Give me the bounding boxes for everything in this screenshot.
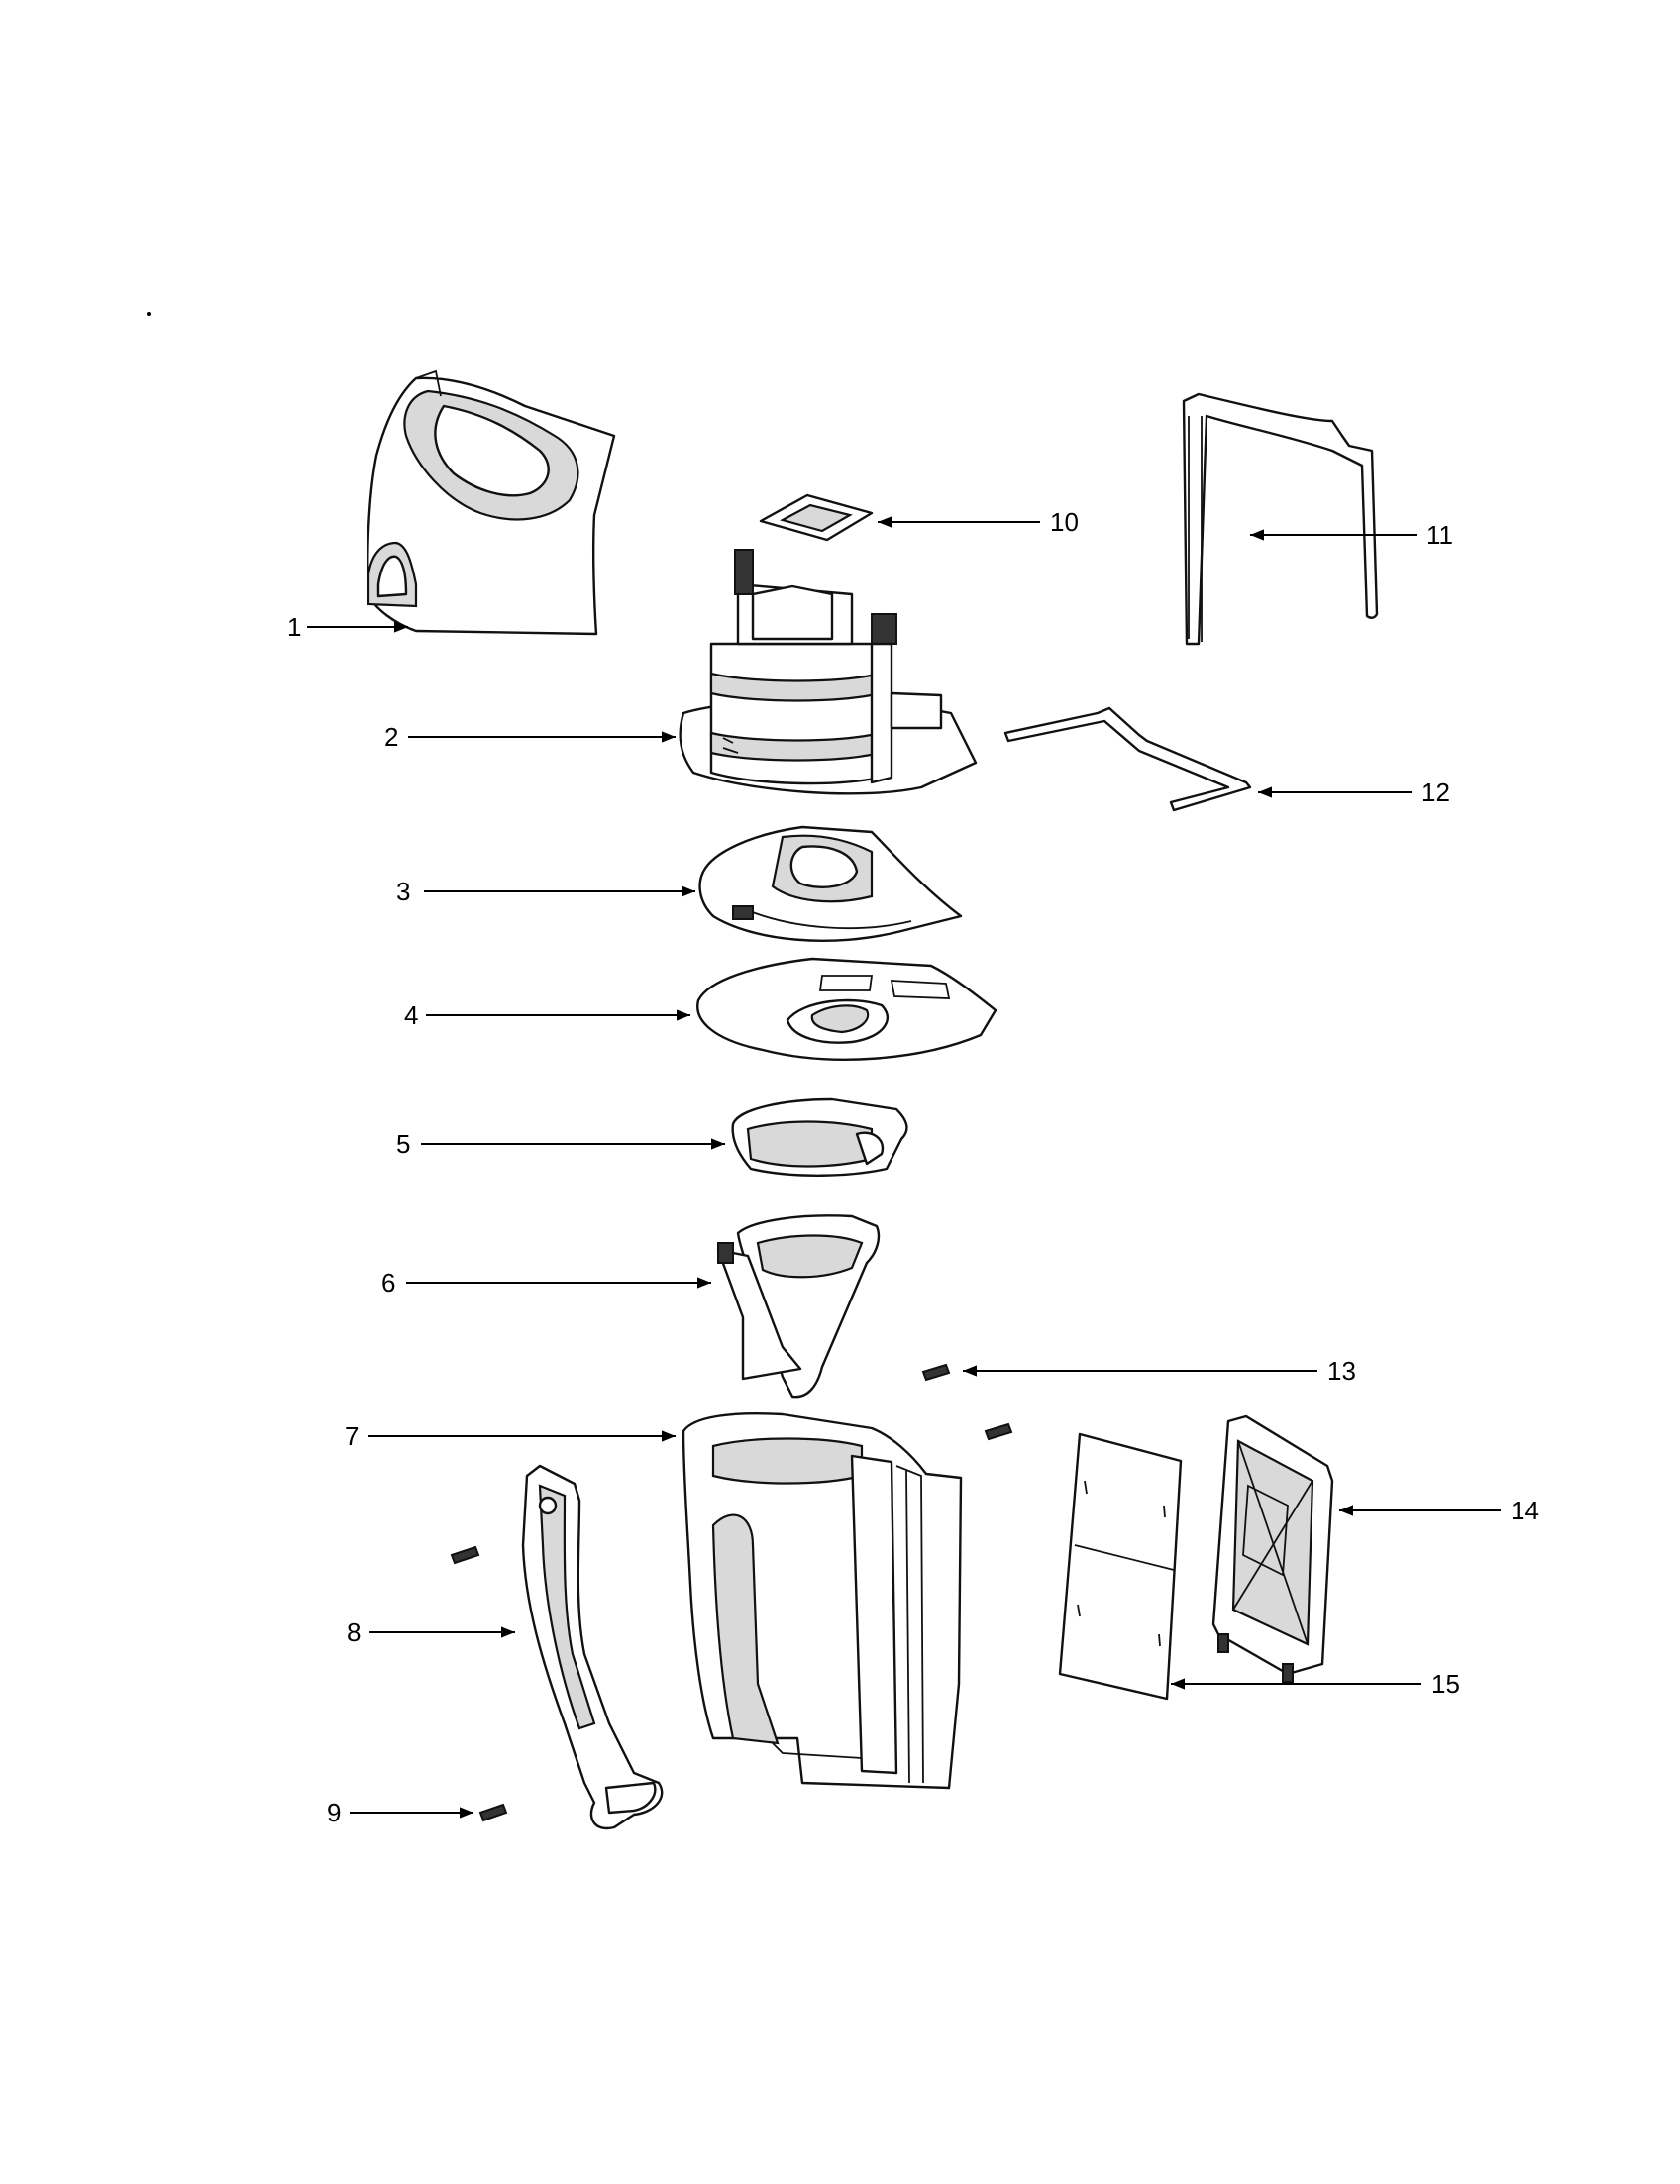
part-2-reservoir-housing [679,549,978,795]
callout-8: 8 [347,1617,361,1647]
callout-13: 13 [1327,1356,1356,1386]
callout-3: 3 [396,877,410,906]
callout-15: 15 [1431,1669,1460,1699]
callout-10: 10 [1050,507,1079,537]
part-6-filter-cone [716,1214,881,1399]
part-8-lever-arm [521,1464,664,1830]
part-11-wire-bracket [1182,392,1379,646]
part-3-tray [698,825,963,942]
part-10-gasket [759,493,874,542]
callout-5: 5 [396,1129,410,1159]
part-15-panel [1058,1432,1183,1701]
part-1-top-cover [367,369,616,636]
stray-dot [147,312,151,316]
callout-4: 4 [404,1000,418,1030]
callout-9: 9 [327,1798,341,1827]
part-5-basket-holder [731,1097,908,1177]
callout-2: 2 [384,722,398,752]
part-12-wire [1003,706,1252,812]
part-9-screw [478,1803,508,1822]
part-7-brew-chamber-body [682,1411,963,1790]
part-14-grate [1211,1414,1334,1683]
part-4-plate [696,957,998,1061]
callout-1: 1 [287,612,301,642]
callout-7: 7 [345,1421,359,1451]
callout-6: 6 [381,1268,395,1298]
callout-14: 14 [1511,1496,1539,1525]
callout-12: 12 [1421,778,1450,807]
callout-11: 11 [1426,520,1453,550]
screw-near-lever [450,1545,480,1565]
part-13-screw [921,1363,1013,1441]
